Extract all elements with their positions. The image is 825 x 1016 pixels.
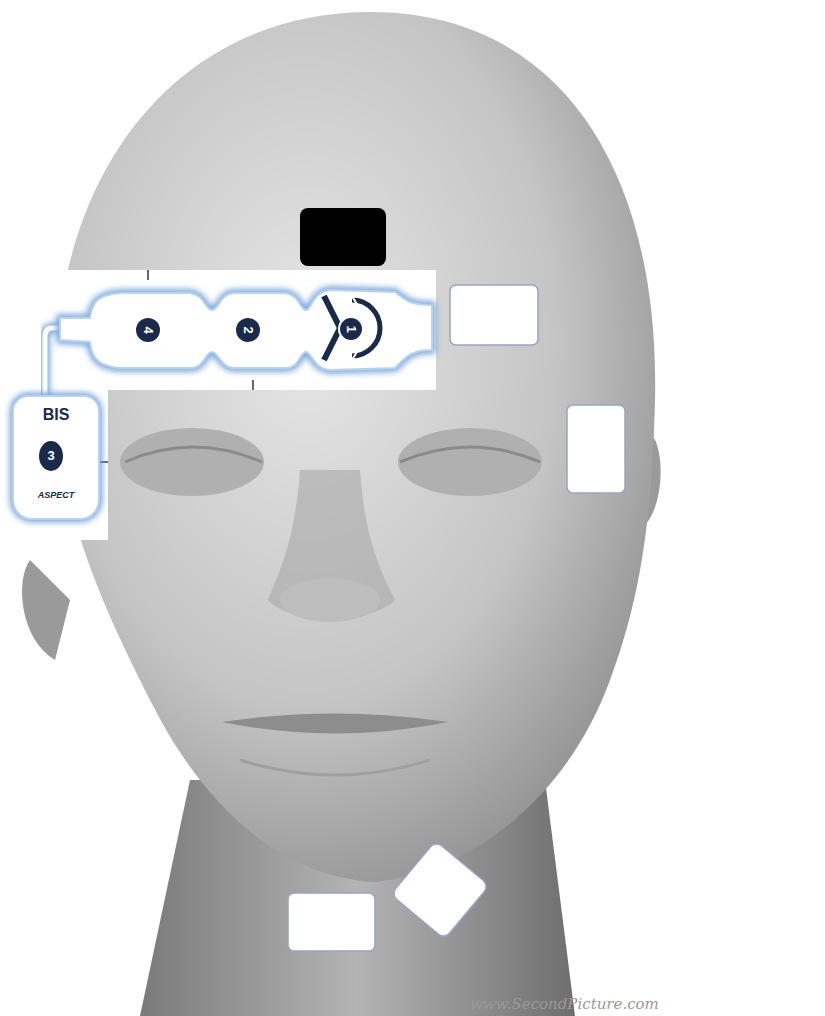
sensor-arrow <box>346 296 358 306</box>
tick-mark <box>252 380 254 390</box>
electrode-number: 3 <box>39 441 63 471</box>
sensor-backing <box>50 270 436 390</box>
tab-backing <box>8 390 108 540</box>
electrode-pad <box>567 405 625 493</box>
sensor-strip-glow <box>60 290 432 370</box>
brand-logo: BIS <box>14 405 98 425</box>
brand-name: ASPECT <box>14 487 98 503</box>
nose-tip <box>280 578 380 622</box>
right-eye <box>398 428 542 496</box>
head-shape <box>55 12 655 882</box>
watermark: www.SecondPicture.com <box>470 995 659 1013</box>
callout-number: 3 <box>39 441 63 471</box>
tick-mark <box>147 270 149 280</box>
left-eyelid <box>125 447 262 462</box>
ground-pad <box>300 208 386 266</box>
sensor-tab: BIS ASPECT 3 <box>12 395 100 520</box>
sensor-strip <box>60 290 432 370</box>
mouth <box>222 714 448 734</box>
callout-number: 4 <box>136 318 160 342</box>
right-eyelid <box>400 447 540 462</box>
callout-number: 2 <box>236 318 260 342</box>
electrode-pad <box>450 285 538 345</box>
electrode-pad <box>391 841 490 940</box>
left-eye <box>120 428 264 496</box>
electrode-number: 2 <box>236 318 260 342</box>
electrode-number: 1 <box>338 316 364 342</box>
left-ear <box>22 560 70 660</box>
electrode-number: 4 <box>136 318 160 342</box>
callout-number: 1 <box>340 318 362 340</box>
electrode-pad <box>288 893 375 951</box>
sensor-arrow <box>346 350 358 360</box>
lower-lip <box>240 760 430 775</box>
